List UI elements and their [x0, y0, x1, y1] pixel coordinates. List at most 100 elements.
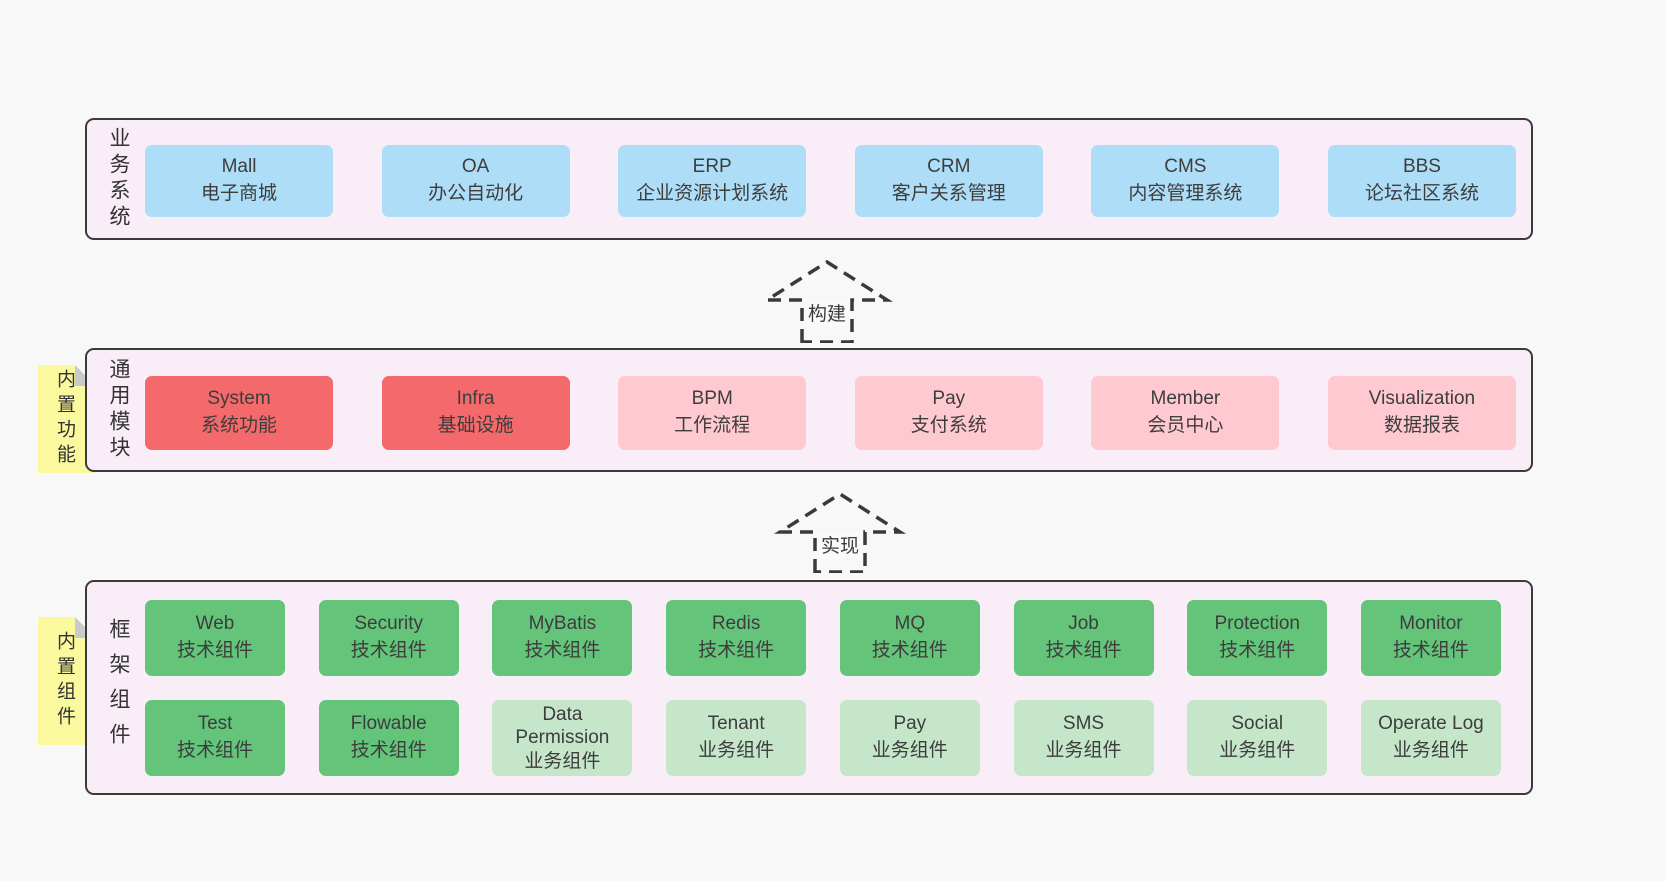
box-erp: ERP 企业资源计划系统: [618, 145, 807, 217]
box-subtitle: 业务组件: [1045, 740, 1122, 761]
box-subtitle: 系统功能: [200, 415, 277, 436]
sticky-text: 内置功能: [54, 369, 75, 469]
box-redis: Redis 技术组件: [666, 600, 807, 676]
box-subtitle: 技术组件: [698, 640, 775, 661]
implement-arrow: 实现: [770, 487, 910, 573]
box-title: Tenant: [707, 713, 765, 735]
business-systems-panel: 业务系统 Mall 电子商城 OA 办公自动化 ERP 企业资源计划系统 CRM…: [85, 118, 1533, 240]
box-subtitle: 技术组件: [1392, 640, 1469, 661]
box-data-permission: Data Permission 业务组件: [492, 700, 633, 776]
box-title: Web: [195, 613, 235, 635]
business-systems-row: Mall 电子商城 OA 办公自动化 ERP 企业资源计划系统 CRM 客户关系…: [145, 145, 1516, 217]
dashed-up-arrow-icon: [773, 491, 907, 573]
box-visualization: Visualization 数据报表: [1327, 376, 1516, 450]
box-title: Operate Log: [1378, 713, 1484, 735]
box-title: Monitor: [1399, 613, 1463, 635]
box-subtitle: 技术组件: [871, 640, 948, 661]
box-subtitle: 技术组件: [524, 640, 601, 661]
box-subtitle: 支付系统: [910, 415, 987, 436]
box-subtitle: 企业资源计划系统: [636, 183, 789, 204]
box-mybatis: MyBatis 技术组件: [492, 600, 633, 676]
box-web: Web 技术组件: [145, 600, 285, 676]
box-title: MyBatis: [528, 613, 597, 635]
box-title: Security: [354, 613, 424, 635]
box-subtitle: 技术组件: [176, 740, 253, 761]
box-subtitle: 工作流程: [674, 415, 751, 436]
box-test: Test 技术组件: [145, 700, 285, 776]
common-modules-label: 通用模块: [107, 358, 130, 462]
box-pay-biz: Pay 业务组件: [839, 700, 980, 776]
box-oa: OA 办公自动化: [381, 145, 570, 217]
box-mall: Mall 电子商城: [145, 145, 333, 217]
box-title: BBS: [1402, 156, 1441, 178]
box-title: Test: [197, 713, 233, 735]
box-security: Security 技术组件: [318, 600, 459, 676]
box-title: BPM: [691, 388, 733, 410]
box-subtitle: 内容管理系统: [1128, 183, 1243, 204]
box-title: Member: [1150, 388, 1221, 410]
box-mq: MQ 技术组件: [839, 600, 980, 676]
box-subtitle: 电子商城: [200, 183, 277, 204]
box-member: Member 会员中心: [1091, 376, 1280, 450]
sticky-text: 内置组件: [54, 631, 75, 731]
box-title: Job: [1068, 613, 1099, 635]
box-subtitle: 技术组件: [176, 640, 253, 661]
framework-row-2: Test 技术组件 Flowable 技术组件 Data Permission …: [145, 700, 1501, 776]
box-subtitle: 客户关系管理: [891, 183, 1006, 204]
box-social: Social 业务组件: [1187, 700, 1328, 776]
implement-arrow-label: 实现: [816, 531, 864, 558]
framework-row-1: Web 技术组件 Security 技术组件 MyBatis 技术组件 Redi…: [145, 600, 1501, 676]
box-title: ERP: [692, 156, 732, 178]
box-subtitle: 会员中心: [1147, 415, 1224, 436]
box-title: CRM: [927, 156, 971, 178]
framework-components-panel: 框架组件 Web 技术组件 Security 技术组件 MyBatis 技术组件…: [85, 580, 1533, 795]
box-title: Mall: [221, 156, 257, 178]
box-flowable: Flowable 技术组件: [318, 700, 459, 776]
box-subtitle: 业务组件: [698, 740, 775, 761]
box-subtitle: 技术组件: [1219, 640, 1296, 661]
box-title: Redis: [711, 613, 761, 635]
box-cms: CMS 内容管理系统: [1091, 145, 1280, 217]
common-modules-row: System 系统功能 Infra 基础设施 BPM 工作流程 Pay 支付系统…: [145, 376, 1516, 450]
box-subtitle: 业务组件: [524, 750, 601, 772]
box-protection: Protection 技术组件: [1187, 600, 1328, 676]
box-bbs: BBS 论坛社区系统: [1327, 145, 1516, 217]
box-subtitle: 技术组件: [350, 640, 427, 661]
dashed-up-arrow-icon: [760, 259, 894, 343]
box-system: System 系统功能: [145, 376, 333, 450]
box-subtitle: 技术组件: [1045, 640, 1122, 661]
box-title: CMS: [1164, 156, 1207, 178]
box-bpm: BPM 工作流程: [618, 376, 807, 450]
box-job: Job 技术组件: [1013, 600, 1154, 676]
box-subtitle: 业务组件: [1219, 740, 1296, 761]
box-sms: SMS 业务组件: [1013, 700, 1154, 776]
build-arrow: 构建: [757, 255, 897, 343]
common-modules-panel: 通用模块 System 系统功能 Infra 基础设施 BPM 工作流程 Pay…: [85, 348, 1533, 472]
box-title: System: [207, 388, 271, 410]
box-title: Protection: [1214, 613, 1300, 635]
box-title: Data Permission: [515, 704, 610, 749]
box-title: Visualization: [1368, 388, 1476, 410]
box-crm: CRM 客户关系管理: [854, 145, 1043, 217]
business-systems-label: 业务系统: [107, 127, 130, 231]
box-title: SMS: [1062, 713, 1105, 735]
box-title: Social: [1231, 713, 1284, 735]
box-title: MQ: [894, 613, 926, 635]
box-operate-log: Operate Log 业务组件: [1360, 700, 1501, 776]
box-tenant: Tenant 业务组件: [666, 700, 807, 776]
box-subtitle: 基础设施: [437, 415, 514, 436]
box-subtitle: 业务组件: [871, 740, 948, 761]
box-title: Pay: [893, 713, 927, 735]
box-title: OA: [461, 156, 490, 178]
box-subtitle: 数据报表: [1383, 415, 1460, 436]
box-monitor: Monitor 技术组件: [1360, 600, 1501, 676]
box-title: Infra: [456, 388, 495, 410]
box-infra: Infra 基础设施: [381, 376, 570, 450]
box-pay-system: Pay 支付系统: [854, 376, 1043, 450]
box-title: Flowable: [350, 713, 427, 735]
build-arrow-label: 构建: [803, 299, 851, 326]
box-subtitle: 业务组件: [1392, 740, 1469, 761]
box-subtitle: 论坛社区系统: [1364, 183, 1479, 204]
box-subtitle: 办公自动化: [428, 183, 524, 204]
